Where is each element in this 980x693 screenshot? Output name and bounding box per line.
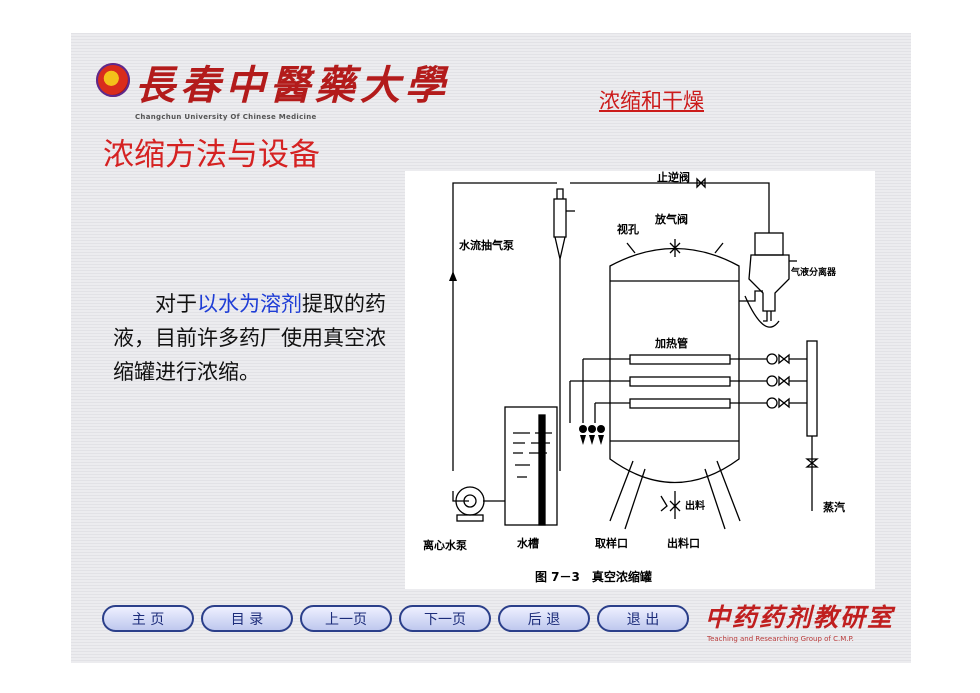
back-button[interactable]: 后 退 <box>498 605 590 632</box>
page-title: 浓缩方法与设备 <box>103 137 320 172</box>
department-logo-text: 中药药剂教研室 <box>705 603 895 632</box>
university-logo-text: 長春中醫藥大學 <box>135 62 450 109</box>
body-prefix: 对于 <box>155 292 197 316</box>
body-paragraph: 对于以水为溶剂提取的药液，目前许多药厂使用真空浓缩罐进行浓缩。 <box>113 287 393 389</box>
next-page-button[interactable]: 下一页 <box>399 605 491 632</box>
diagram-svg: 止逆阀 放气阀 视孔 水流抽气泵 气液分离器 加热管 离心水泵 水槽 取样口 出… <box>423 171 845 584</box>
label-sight-hole: 视孔 <box>617 222 639 236</box>
body-highlight: 以水为溶剂 <box>197 292 302 316</box>
label-discharge-port: 出料口 <box>667 536 700 550</box>
exit-button[interactable]: 退 出 <box>597 605 689 632</box>
university-emblem-icon <box>96 63 130 97</box>
topic-link[interactable]: 浓缩和干燥 <box>599 89 704 113</box>
label-heating-pipe: 加热管 <box>654 336 688 350</box>
label-separator: 气液分离器 <box>790 266 837 278</box>
figure-caption: 图 7－3 真空浓缩罐 <box>535 569 652 584</box>
slide: 長春中醫藥大學 Changchun University Of Chinese … <box>71 33 911 663</box>
contents-button[interactable]: 目 录 <box>201 605 293 632</box>
prev-page-button[interactable]: 上一页 <box>300 605 392 632</box>
label-check-valve: 止逆阀 <box>657 171 690 184</box>
label-discharge: 出料 <box>685 499 705 512</box>
label-water-jet-pump: 水流抽气泵 <box>459 238 514 252</box>
label-vent-valve: 放气阀 <box>654 212 688 226</box>
vacuum-concentrator-diagram: 止逆阀 放气阀 视孔 水流抽气泵 气液分离器 加热管 离心水泵 水槽 取样口 出… <box>405 171 875 589</box>
department-logo-subtitle: Teaching and Researching Group of C.M.P. <box>707 635 854 643</box>
university-logo-subtitle: Changchun University Of Chinese Medicine <box>135 113 317 121</box>
home-button[interactable]: 主 页 <box>102 605 194 632</box>
body-suffix: 提取的药液，目前许多药厂使用真空浓缩罐进行浓缩。 <box>113 292 386 384</box>
label-centrifugal-pump: 离心水泵 <box>423 538 467 552</box>
label-water-tank: 水槽 <box>517 536 539 550</box>
label-sampling-port: 取样口 <box>595 536 628 550</box>
label-steam: 蒸汽 <box>823 500 845 514</box>
